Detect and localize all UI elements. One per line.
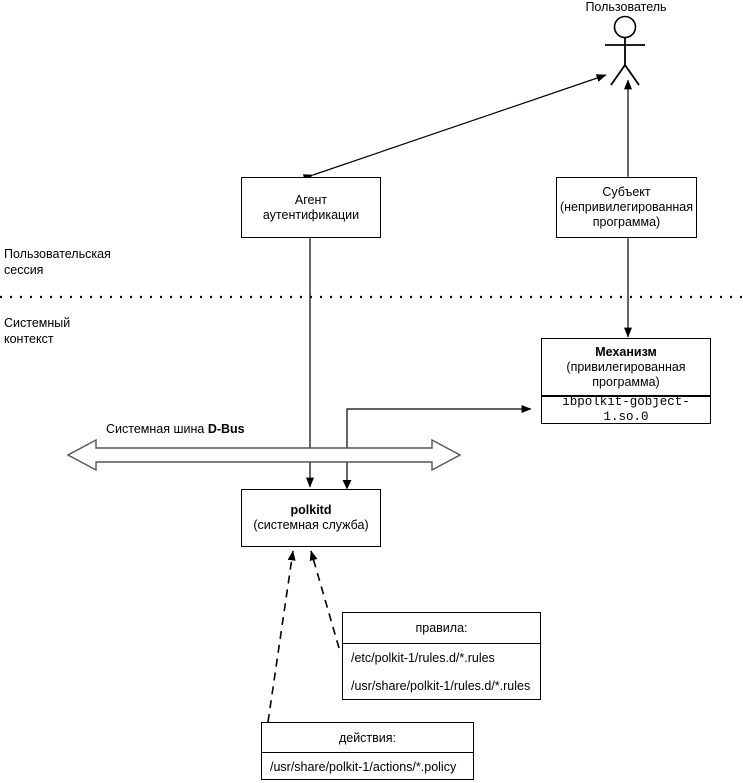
subject-line1: Субъект xyxy=(602,185,651,199)
arrow-rules-polkitd xyxy=(309,550,340,649)
zone-label-system-context: Системный контекст xyxy=(4,316,71,346)
mechanism-line1: Механизм xyxy=(595,344,657,359)
user-actor-label: Пользователь xyxy=(585,0,667,14)
polkitd-line2: (системная служба) xyxy=(253,518,369,532)
box-auth-agent[interactable]: Агент аутентификации xyxy=(241,177,381,238)
auth-agent-line2: аутентификации xyxy=(262,207,360,222)
dbus-label-plain: Системная шина xyxy=(106,422,208,436)
polkitd-line1: polkitd xyxy=(290,503,332,517)
arrow-agent-user xyxy=(302,74,607,182)
dbus-label: Системная шина D-Bus xyxy=(106,422,245,436)
mechanism-line2: (привилегированная xyxy=(566,359,686,374)
box-subject[interactable]: Субъект (непривилегированная программа) xyxy=(556,177,697,238)
rules-header: правила: xyxy=(343,613,540,644)
arrow-polkitd-library xyxy=(346,405,532,487)
table-rules[interactable]: правила: /etc/polkit-1/rules.d/*.rules /… xyxy=(342,612,541,700)
actions-header: действия: xyxy=(262,723,473,753)
zone-label-user-session: Пользовательская сессия xyxy=(4,247,111,277)
dbus-block-arrow xyxy=(66,438,462,472)
box-library[interactable]: ibpolkit-gobject-1.so.0 xyxy=(541,395,711,424)
rules-row-0[interactable]: /etc/polkit-1/rules.d/*.rules xyxy=(351,651,495,665)
box-polkitd[interactable]: polkitd (системная служба) xyxy=(241,489,381,547)
rules-row-1[interactable]: /usr/share/polkit-1/rules.d/*.rules xyxy=(351,679,531,693)
auth-agent-line1: Агент xyxy=(294,192,328,207)
actions-row-0[interactable]: /usr/share/polkit-1/actions/*.policy xyxy=(270,759,457,774)
subject-line2: (непривилегированная xyxy=(559,200,693,214)
table-actions[interactable]: действия: /usr/share/polkit-1/actions/*.… xyxy=(261,722,474,780)
library-name: ibpolkit-gobject-1.so.0 xyxy=(562,395,690,424)
arrow-actions-polkitd xyxy=(267,550,296,723)
dbus-label-bold: D-Bus xyxy=(207,422,245,436)
box-mechanism[interactable]: Механизм (привилегированная программа) xyxy=(541,338,711,396)
subject-line3: программа) xyxy=(592,215,661,229)
mechanism-line3: программа) xyxy=(592,374,660,389)
user-actor-icon xyxy=(605,15,645,86)
